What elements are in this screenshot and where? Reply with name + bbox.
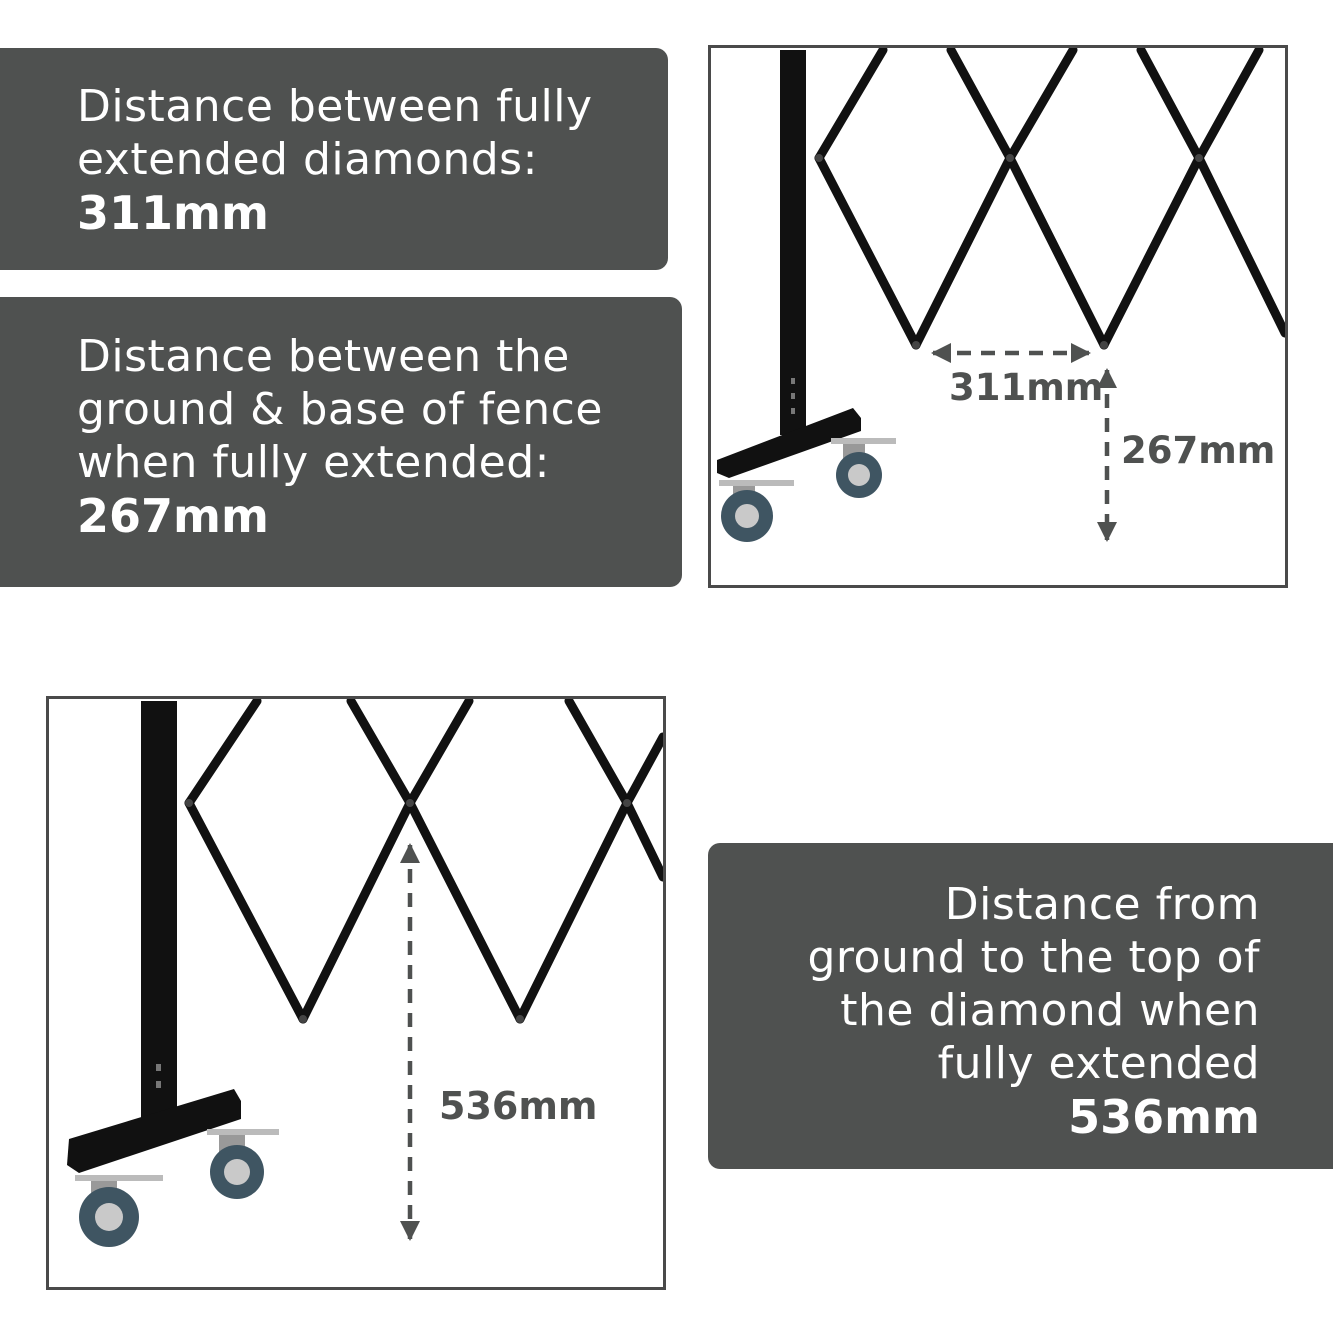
fence-post — [141, 701, 177, 1131]
diamond-height-diagram: 536mm — [46, 696, 666, 1290]
caster-wheel-icon — [207, 1129, 279, 1199]
caster-wheel-icon — [831, 438, 896, 498]
panel-value: 311mm — [77, 186, 269, 240]
panel-text-line: Distance from — [944, 879, 1260, 930]
caster-wheel-icon — [75, 1175, 163, 1247]
panel-value: 267mm — [77, 489, 269, 543]
panel-text-line: ground to the top of — [807, 932, 1260, 983]
caster-wheel-icon — [719, 480, 794, 542]
post-holes — [156, 1064, 161, 1088]
panel-text-line: when fully extended: — [77, 437, 550, 488]
fence-illustration — [67, 699, 663, 1247]
spacing-info-panel: Distance between fully extended diamonds… — [0, 48, 668, 270]
post-holes — [791, 378, 795, 414]
fence-illustration — [717, 48, 1285, 543]
panel-text-line: Distance between fully — [77, 81, 593, 132]
base-height-dimension-label: 267mm — [1121, 429, 1276, 472]
diamond-height-info-panel: Distance from ground to the top of the d… — [708, 843, 1333, 1169]
lattice-joints — [815, 154, 1203, 349]
lattice — [184, 699, 663, 1024]
base-clearance-info-panel: Distance between the ground & base of fe… — [0, 297, 682, 587]
panel-value: 536mm — [1068, 1090, 1260, 1144]
lattice — [814, 48, 1285, 350]
fence-foot — [717, 408, 861, 478]
panel-text-line: fully extended — [937, 1038, 1260, 1089]
panel-text-line: extended diamonds: — [77, 134, 538, 185]
panel-text-line: ground & base of fence — [77, 384, 603, 435]
fence-spacing-diagram: 311mm 267mm — [708, 45, 1288, 588]
spacing-dimension-label: 311mm — [949, 366, 1104, 409]
panel-text-line: Distance between the — [77, 331, 570, 382]
diamond-height-dimension-label: 536mm — [439, 1084, 598, 1128]
fence-foot — [67, 1089, 241, 1173]
panel-text-line: the diamond when — [840, 985, 1260, 1036]
lattice-joints — [185, 799, 631, 1023]
fence-post — [780, 50, 806, 435]
